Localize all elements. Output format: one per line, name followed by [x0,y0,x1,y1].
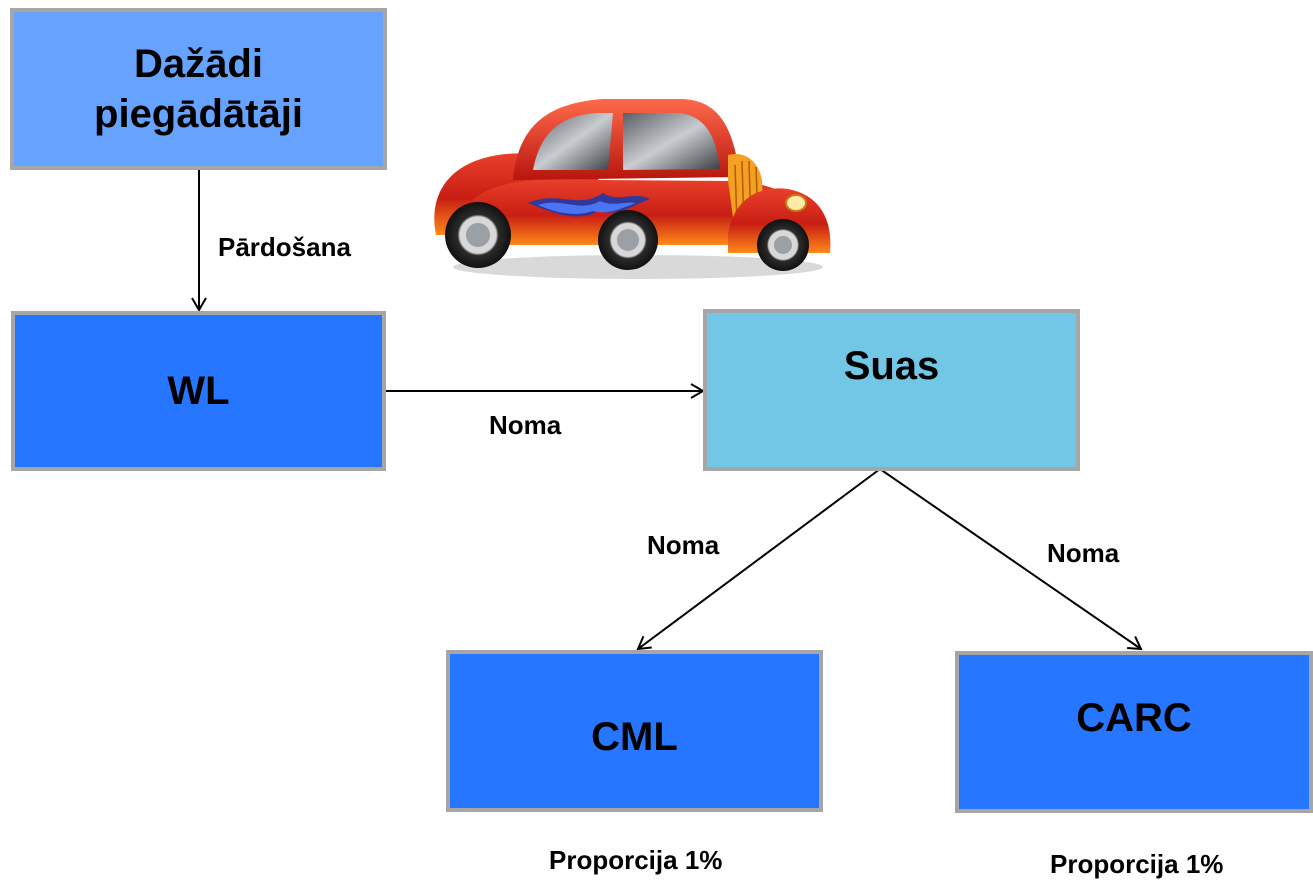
hot-rod-car-icon [434,99,831,279]
cml-proportion-note: Proporcija 1% [549,845,723,875]
node-carc-label: CARC [1076,696,1192,740]
node-suas: Suas [703,309,1080,471]
node-wl: WL [11,311,386,471]
edge-label-sale: Pārdošana [218,232,351,262]
node-cml-label: CML [591,715,678,759]
edge-label-suas-cml: Noma [647,530,720,560]
arrow-suas-to-cml [636,468,881,651]
node-wl-label: WL [167,369,230,413]
node-suas-label: Suas [843,344,940,388]
arrow-suas-to-carc [879,468,1143,651]
node-carc: CARC [955,651,1313,813]
carc-proportion-note: Proporcija 1% [1050,849,1224,879]
edge-label-wl-suas: Noma [489,410,562,440]
node-cml: CML [446,650,823,812]
edge-label-suas-carc: Noma [1047,538,1120,568]
node-suppliers: Dažādi piegādātāji [10,8,387,170]
node-suppliers-label: Dažādi piegādātāji [94,42,303,136]
